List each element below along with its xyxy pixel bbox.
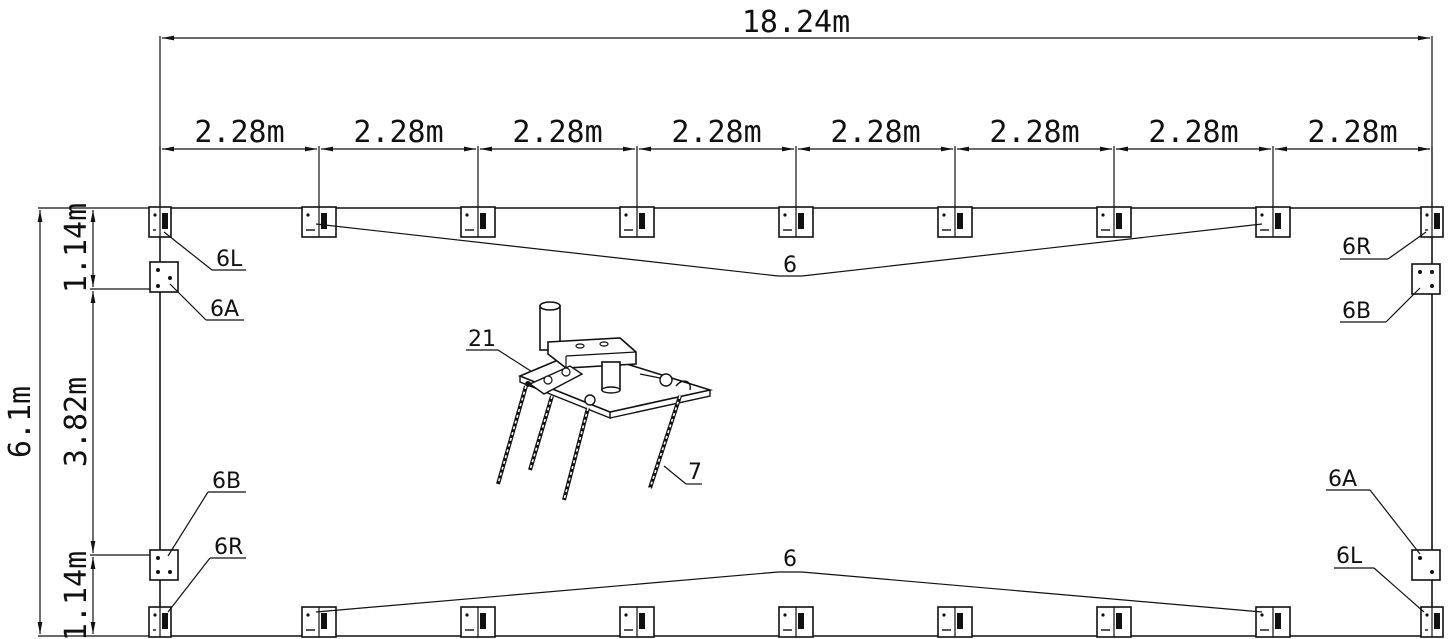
bracket-6a-right [1411, 549, 1441, 581]
label-6l-top: 6L [216, 247, 243, 272]
plate [619, 606, 655, 638]
label-6a-right: 6A [1328, 467, 1357, 492]
label-6b-right: 6B [1342, 299, 1371, 324]
plate [460, 606, 496, 638]
overall-height-label: 6.1m [3, 386, 38, 458]
label-6r-top: 6R [1342, 235, 1371, 260]
label-7: 7 [688, 460, 702, 485]
top-gap-label: 1.14m [59, 203, 94, 293]
plate [937, 206, 973, 238]
span-label: 2.28m [989, 115, 1079, 150]
label-6b-left: 6B [212, 469, 241, 494]
bracket-6b-left [149, 549, 179, 581]
middle-gap-label: 3.82m [59, 377, 94, 467]
leaders: 6L 6A 6R 6B 6 6B 6R 6A 6L 6 21 7 [163, 223, 1427, 613]
span-label: 2.28m [353, 115, 443, 150]
span-label: 2.28m [830, 115, 920, 150]
corner-plate [148, 206, 172, 238]
plate [778, 206, 814, 238]
span-label: 2.28m [671, 115, 761, 150]
plate [1255, 206, 1291, 238]
span-label: 2.28m [1148, 115, 1238, 150]
stakes [496, 385, 682, 501]
bracket-6b-right [1411, 263, 1441, 295]
label-6-top: 6 [783, 253, 797, 278]
label-6-bottom: 6 [783, 547, 797, 572]
span-dimensions: 2.28m 2.28m 2.28m 2.28m 2.28m 2.28m 2.28m 2.28m [159, 115, 1433, 208]
corner-plate [1420, 206, 1444, 238]
label-6r-bottom: 6R [214, 535, 243, 560]
span-label: 2.28m [194, 115, 284, 150]
plate [619, 206, 655, 238]
anchor-assembly-illustration [496, 301, 714, 501]
plate [460, 206, 496, 238]
plate [1096, 206, 1132, 238]
bottom-gap-label: 1.14m [59, 551, 94, 639]
label-21: 21 [468, 327, 496, 352]
plate [301, 606, 337, 638]
corner-plate [148, 606, 172, 638]
label-6a-left: 6A [210, 297, 239, 322]
plates [148, 206, 1444, 638]
label-6l-bottom: 6L [1336, 544, 1363, 569]
plate [1096, 606, 1132, 638]
overall-width-label: 18.24m [742, 5, 850, 40]
height-dimensions: 6.1m 1.14m 3.82m 1.14m [3, 203, 150, 639]
span-label: 2.28m [1307, 115, 1397, 150]
plate [301, 206, 337, 238]
side-brackets [149, 261, 1441, 581]
span-label: 2.28m [512, 115, 602, 150]
corner-plate [1420, 606, 1444, 638]
overall-width-dimension: 18.24m [159, 5, 1433, 208]
plate [778, 606, 814, 638]
plate [937, 606, 973, 638]
